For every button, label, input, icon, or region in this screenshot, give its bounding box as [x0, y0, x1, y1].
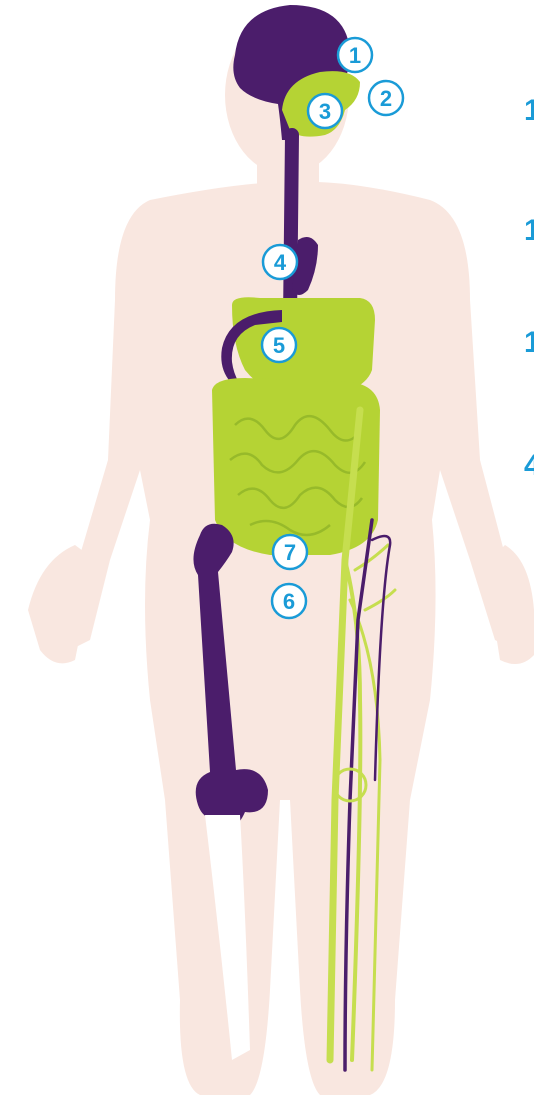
label-badge-7: 7 [273, 535, 307, 569]
label-badge-2: 2 [369, 81, 403, 115]
edge-number-1: 1 [524, 94, 534, 127]
label-badge-5: 5 [262, 328, 296, 362]
label-badge-1: 1 [338, 38, 372, 72]
edge-number-3: 1 [524, 326, 534, 359]
edge-numbers: 1 1 1 4 [524, 94, 534, 482]
esophagus [290, 135, 292, 320]
label-6-text: 6 [283, 589, 295, 614]
label-5-text: 5 [273, 333, 285, 358]
label-7-text: 7 [284, 540, 296, 565]
label-4-text: 4 [274, 250, 287, 275]
label-3-text: 3 [319, 99, 331, 124]
label-badge-6: 6 [272, 584, 306, 618]
label-badge-3: 3 [308, 94, 342, 128]
edge-number-2: 1 [524, 214, 534, 247]
label-1-text: 1 [349, 43, 361, 68]
label-badge-4: 4 [263, 245, 297, 279]
edge-number-4: 4 [524, 449, 534, 482]
label-2-text: 2 [380, 86, 392, 111]
